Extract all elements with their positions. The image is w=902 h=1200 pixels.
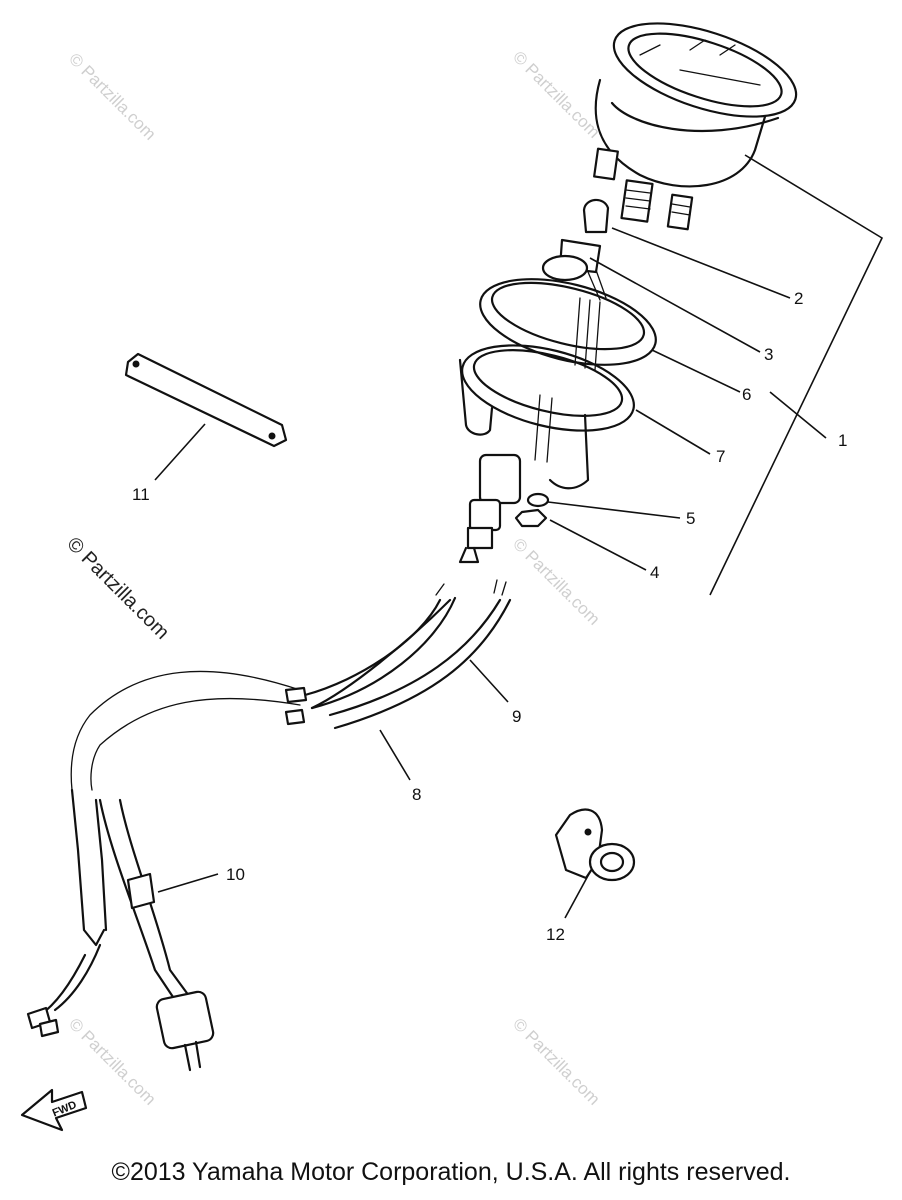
lamp-socket-lower — [458, 453, 522, 564]
nut — [514, 508, 548, 528]
watermarks: © Partzilla.com © Partzilla.com © Partzi… — [62, 47, 603, 1108]
callout-12: 12 — [546, 925, 565, 944]
callout-8: 8 — [412, 785, 421, 804]
bulb — [582, 198, 610, 234]
clip — [554, 808, 636, 882]
watermark-mid: © Partzilla.com — [509, 534, 603, 628]
copyright-notice: ©2013 Yamaha Motor Corporation, U.S.A. A… — [111, 1158, 791, 1186]
callout-1: 1 — [838, 431, 847, 450]
watermark-left: © Partzilla.com — [62, 533, 173, 644]
bulb-socket — [541, 238, 607, 301]
washer — [526, 492, 550, 508]
watermark-top-left: © Partzilla.com — [65, 49, 159, 143]
watermark-bottom-right: © Partzilla.com — [509, 1014, 603, 1108]
callout-4: 4 — [650, 563, 659, 582]
leader-lines — [154, 227, 827, 919]
band — [124, 352, 288, 448]
callout-11: 11 — [132, 485, 150, 504]
callouts: 1 2 3 4 5 6 7 8 9 10 11 12 — [132, 289, 847, 944]
fwd-arrow: FWD — [20, 1088, 88, 1132]
damper-ring — [479, 278, 657, 371]
speedometer-cable — [26, 788, 215, 1072]
callout-2: 2 — [794, 289, 803, 308]
wire-harness — [70, 579, 512, 791]
meter-assembly — [593, 22, 798, 231]
callout-5: 5 — [686, 509, 695, 528]
callout-6: 6 — [742, 385, 751, 404]
callout-7: 7 — [716, 447, 725, 466]
watermark-top-center: © Partzilla.com — [509, 47, 603, 141]
callout-10: 10 — [226, 865, 245, 884]
callout-9: 9 — [512, 707, 521, 726]
assembly-bracket — [709, 154, 884, 596]
callout-3: 3 — [764, 345, 773, 364]
meter-case — [458, 344, 635, 490]
